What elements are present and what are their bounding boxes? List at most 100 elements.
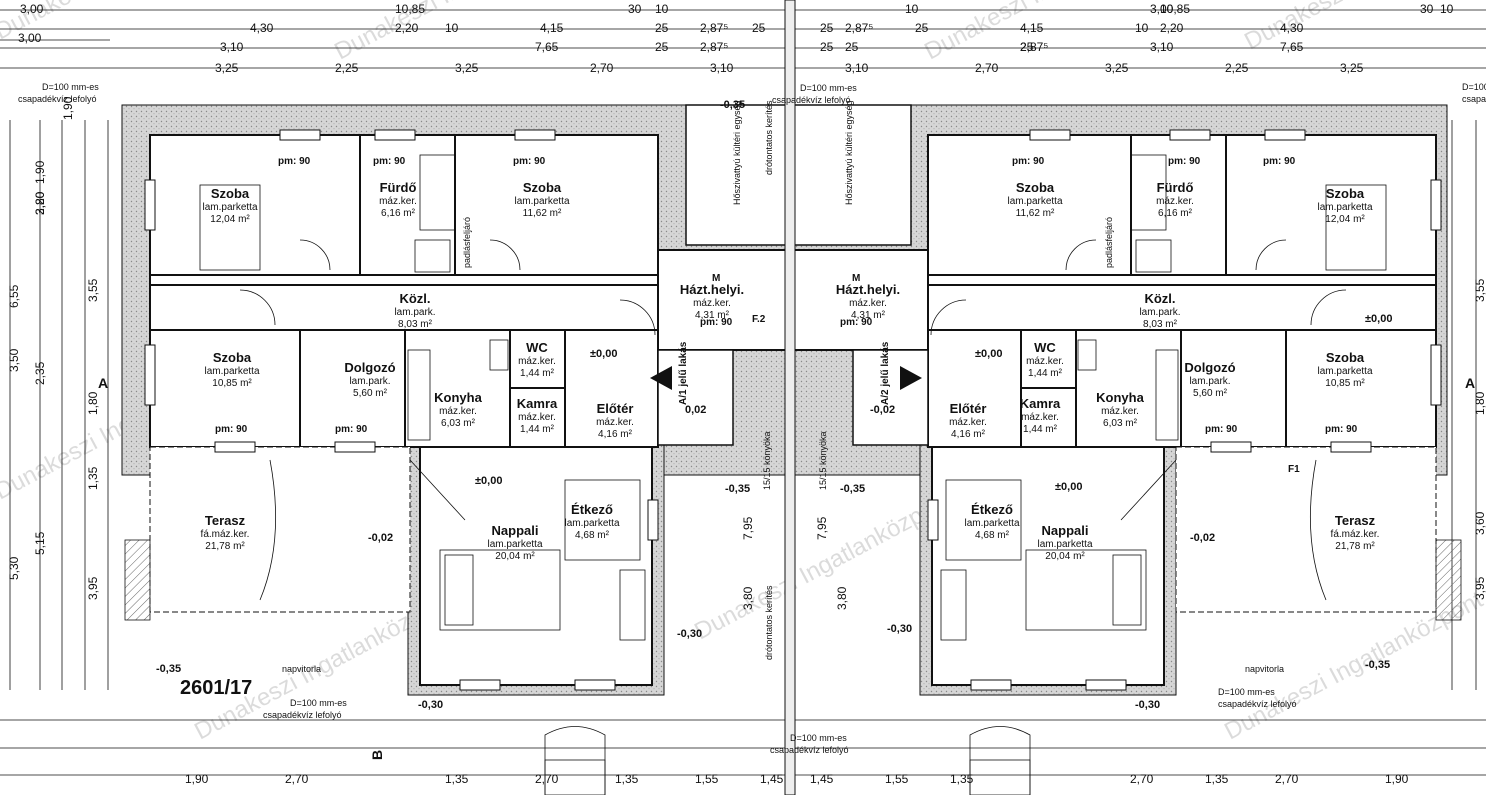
room-floor-hazt_l: máz.ker. xyxy=(693,298,731,309)
room-name-etkezo_l: Étkező xyxy=(571,502,613,517)
level-markers: ±0,00 ±0,00 ±0,00 ±0,00 ±0,00 -0,02 -0,0… xyxy=(156,99,1392,711)
room-floor-szoba_l3: lam.parketta xyxy=(204,366,259,377)
room-area-etkezo_l: 4,68 m² xyxy=(575,530,610,541)
svg-text:D=100 mm-es: D=100 mm-es xyxy=(290,698,347,708)
room-name-wc_l: WC xyxy=(526,340,548,355)
level-minus-030: -0,30 xyxy=(887,623,912,635)
dim-top-1: 30 xyxy=(628,2,642,16)
room-name-szoba_r2: Szoba xyxy=(1016,180,1055,195)
svg-text:pm: 90: pm: 90 xyxy=(335,424,368,435)
dim-bottom: 1,45 xyxy=(760,772,784,786)
dim-bottom: 2,70 xyxy=(1275,772,1299,786)
room-area-konyha_l: 6,03 m² xyxy=(441,418,476,429)
level-zero: ±0,00 xyxy=(590,348,617,360)
dim-left-outer: 6,55 xyxy=(7,284,21,308)
room-floor-etkezo_l: lam.parketta xyxy=(564,518,619,529)
svg-text:pm: 90: pm: 90 xyxy=(278,156,311,167)
room-area-dolgozo_l: 5,60 m² xyxy=(353,388,388,399)
room-floor-furdo_r: máz.ker. xyxy=(1156,196,1194,207)
room-area-szoba_l3: 10,85 m² xyxy=(212,378,252,389)
dim-right: 3,60 xyxy=(1473,511,1486,535)
svg-text:napvitorla: napvitorla xyxy=(1245,664,1284,674)
level-minus-002: -0,02 xyxy=(1190,532,1215,544)
svg-text:D=100 mm-es: D=100 mm-es xyxy=(42,82,99,92)
room-name-etkezo_r: Étkező xyxy=(971,502,1013,517)
door-swings xyxy=(239,239,1347,601)
room-area-nappali_r: 20,04 m² xyxy=(1045,551,1085,562)
svg-text:D=100 mm-es: D=100 mm-es xyxy=(1462,82,1486,92)
dim-top-2: 25 xyxy=(752,21,766,35)
dim-left-outer: 5,30 xyxy=(7,556,21,580)
room-floor-dolgozo_r: lam.park. xyxy=(1189,376,1230,387)
room-name-nappali_l: Nappali xyxy=(492,523,539,538)
svg-text:15/15 könyöka: 15/15 könyöka xyxy=(818,431,828,490)
room-area-kamra_l: 1,44 m² xyxy=(520,424,555,435)
svg-text:B: B xyxy=(369,750,385,760)
dim-top-4: 2,25 xyxy=(335,61,359,75)
room-name-dolgozo_l: Dolgozó xyxy=(344,360,395,375)
dim-top-3: 3,10 xyxy=(1150,40,1174,54)
room-name-dolgozo_r: Dolgozó xyxy=(1184,360,1235,375)
dim-left-inner: 1,35 xyxy=(86,466,100,490)
room-name-wc_r: WC xyxy=(1034,340,1056,355)
dim-top-2: 25 xyxy=(915,21,929,35)
room-floor-kozl_r: lam.park. xyxy=(1139,307,1180,318)
watermark-text: Dunakeszi Ingatlanközpont xyxy=(690,486,957,645)
svg-text:A/2 jelű lakás: A/2 jelű lakás xyxy=(880,341,891,405)
dim-top-3: 25 xyxy=(845,40,859,54)
room-area-kamra_r: 1,44 m² xyxy=(1023,424,1058,435)
level-minus-030: -0,30 xyxy=(677,628,702,640)
dim-bottom: 1,55 xyxy=(695,772,719,786)
svg-text:A: A xyxy=(98,375,108,391)
dim-top-4: 2,70 xyxy=(975,61,999,75)
dim-top-1: 10,85 xyxy=(395,2,425,16)
terrace-left xyxy=(149,446,411,613)
room-floor-szoba_l2: lam.parketta xyxy=(514,196,569,207)
room-floor-terasz_r: fá.máz.ker. xyxy=(1331,529,1380,540)
dim-top-2: 10 xyxy=(1135,21,1149,35)
room-floor-konyha_r: máz.ker. xyxy=(1101,406,1139,417)
living-left-interior xyxy=(419,446,653,686)
svg-text:drótontatos kerítés: drótontatos kerítés xyxy=(764,100,774,175)
room-name-szoba_r1: Szoba xyxy=(1326,186,1365,201)
svg-text:pm: 90: pm: 90 xyxy=(700,317,733,328)
dim-bottom: 1,35 xyxy=(445,772,469,786)
room-floor-nappali_l: lam.parketta xyxy=(487,539,542,550)
room-floor-konyha_l: máz.ker. xyxy=(439,406,477,417)
dim-top-3: 25 xyxy=(820,40,834,54)
steps-left xyxy=(124,539,151,621)
room-name-kozl_l: Közl. xyxy=(399,291,430,306)
svg-text:M: M xyxy=(852,273,860,284)
svg-text:pm: 90: pm: 90 xyxy=(373,156,406,167)
svg-text:padlásfeljáró: padlásfeljáró xyxy=(462,217,472,268)
room-name-szoba_r3: Szoba xyxy=(1326,350,1365,365)
room-name-szoba_l1: Szoba xyxy=(211,186,250,201)
dim-left-inner: 3,95 xyxy=(86,576,100,600)
car-outlines xyxy=(544,726,1031,795)
room-floor-kamra_r: máz.ker. xyxy=(1021,412,1059,423)
left-dimensions xyxy=(0,120,1486,776)
dim-top-2: 2,20 xyxy=(1160,21,1184,35)
room-name-szoba_l3: Szoba xyxy=(213,350,252,365)
dim-top-4: 3,25 xyxy=(1105,61,1129,75)
dim-bottom: 1,45 xyxy=(810,772,834,786)
svg-text:D=100 mm-es: D=100 mm-es xyxy=(800,83,857,93)
dim-top-2: 4,30 xyxy=(1280,21,1304,35)
room-area-kozl_r: 8,03 m² xyxy=(1143,319,1178,330)
windows xyxy=(144,129,1442,691)
dim-top-1: 10 xyxy=(905,2,919,16)
dim-top-2: 2,87⁵ xyxy=(845,21,873,35)
room-floor-wc_r: máz.ker. xyxy=(1026,356,1064,367)
dim-top-2: 25 xyxy=(820,21,834,35)
room-area-hazt_l: 4,31 m² xyxy=(695,310,730,321)
room-floor-kozl_l: lam.park. xyxy=(394,307,435,318)
dim-right: 3,95 xyxy=(1473,576,1486,600)
room-name-hazt_r: Házt.helyi. xyxy=(836,282,900,297)
level-zero: ±0,00 xyxy=(1365,313,1392,325)
dim-top-2: 25 xyxy=(655,21,669,35)
room-floor-szoba_l1: lam.parketta xyxy=(202,202,257,213)
room-area-szoba_r3: 10,85 m² xyxy=(1325,378,1365,389)
room-floor-terasz_l: fá.máz.ker. xyxy=(201,529,250,540)
room-floor-nappali_r: lam.parketta xyxy=(1037,539,1092,550)
svg-text:csapadékvíz lefolyó: csapadékvíz lefolyó xyxy=(263,710,342,720)
